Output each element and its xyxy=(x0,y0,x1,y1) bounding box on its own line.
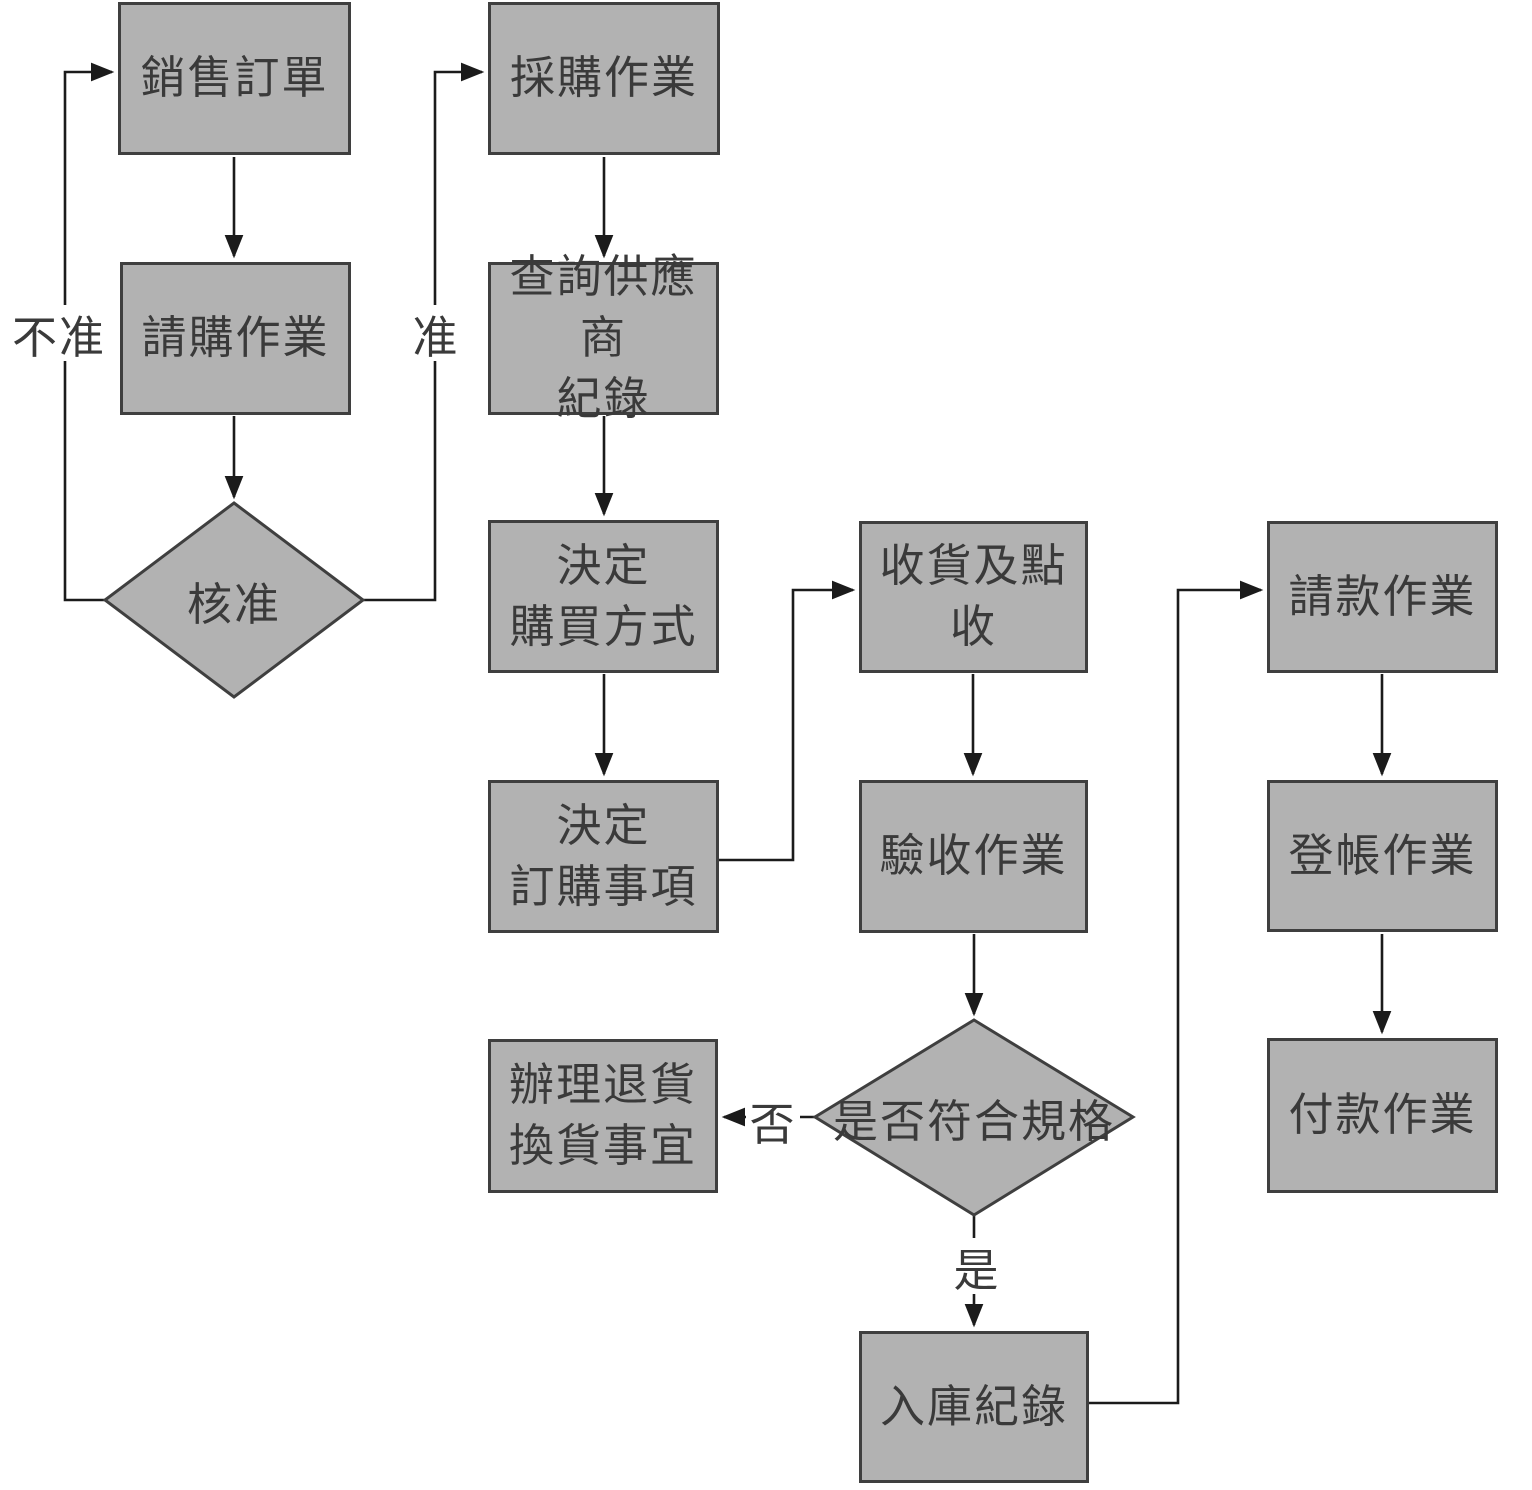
node-handle-return-exchange: 辦理退貨 換貨事宜 xyxy=(488,1039,718,1193)
node-purchasing: 採購作業 xyxy=(488,2,720,155)
spec-diamond-shape xyxy=(812,1018,1136,1217)
node-payment-request: 請款作業 xyxy=(1267,521,1498,673)
node-bookkeeping-label: 登帳作業 xyxy=(1288,829,1477,881)
node-payment-request-label: 請款作業 xyxy=(1288,570,1477,622)
node-decide-order-details-label: 決定 訂購事項 xyxy=(509,799,698,912)
edge-order-to-receive xyxy=(719,580,856,862)
edge-label-yes: 是 xyxy=(950,1238,1004,1296)
node-inspection-label: 驗收作業 xyxy=(879,830,1068,882)
node-meets-spec-label: 是否符合規格 xyxy=(832,1095,1115,1147)
node-sales-order-label: 銷售訂單 xyxy=(140,52,329,104)
node-approval-label: 核准 xyxy=(186,578,281,630)
node-warehouse-record-label: 入庫紀錄 xyxy=(879,1380,1068,1432)
node-payment: 付款作業 xyxy=(1267,1038,1498,1193)
node-inspection: 驗收作業 xyxy=(859,780,1088,933)
node-decide-order-details: 決定 訂購事項 xyxy=(488,780,719,933)
node-decide-purchase-method-label: 決定 購買方式 xyxy=(509,539,698,652)
node-bookkeeping: 登帳作業 xyxy=(1267,780,1498,932)
node-payment-label: 付款作業 xyxy=(1288,1089,1477,1141)
edge-label-no: 否 xyxy=(746,1092,800,1150)
node-query-supplier-record: 查詢供應商 紀錄 xyxy=(488,251,719,424)
edge-label-approved: 准 xyxy=(409,305,463,363)
approval-diamond-shape xyxy=(102,501,366,699)
node-purchase-requisition: 請購作業 xyxy=(120,262,351,415)
node-decide-purchase-method: 決定 購買方式 xyxy=(488,520,719,673)
node-receive-and-check: 收貨及點收 xyxy=(859,521,1088,673)
node-receive-and-check-label: 收貨及點收 xyxy=(879,540,1068,652)
edge-label-not-approved: 不准 xyxy=(6,305,112,363)
node-handle-return-exchange-label: 辦理退貨 換貨事宜 xyxy=(508,1059,697,1171)
node-query-supplier-record-label: 查詢供應商 紀錄 xyxy=(509,251,698,424)
node-purchase-requisition-label: 請購作業 xyxy=(141,312,330,364)
edge-warehouse-to-request xyxy=(1089,580,1264,1405)
node-sales-order: 銷售訂單 xyxy=(118,2,351,155)
node-purchasing-label: 採購作業 xyxy=(509,52,698,104)
node-warehouse-record: 入庫紀錄 xyxy=(859,1331,1089,1483)
